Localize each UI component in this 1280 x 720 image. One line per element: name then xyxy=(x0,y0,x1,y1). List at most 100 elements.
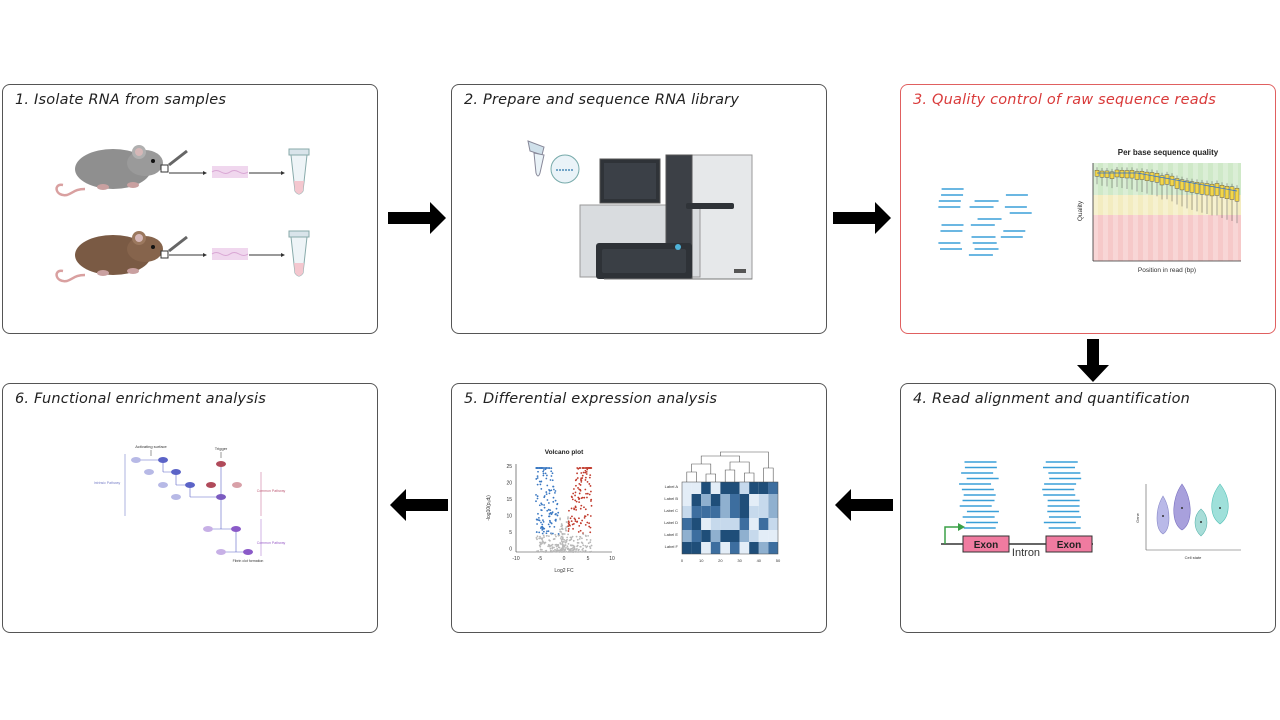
volcano-point xyxy=(589,531,592,534)
volcano-point xyxy=(588,522,591,525)
volcano-point xyxy=(586,492,589,495)
volcano-point xyxy=(550,513,553,516)
isolate-rna-illustration xyxy=(55,145,310,283)
heatmap-cell xyxy=(758,506,769,518)
heatmap-cell xyxy=(739,482,750,494)
volcano-point xyxy=(548,467,551,470)
heatmap-cell xyxy=(710,530,721,542)
volcano-point xyxy=(561,528,564,531)
volcano-point xyxy=(549,509,552,512)
volcano-point xyxy=(588,483,591,485)
volcano-point xyxy=(568,509,570,512)
volcano-point xyxy=(586,513,589,516)
heatmap-cell xyxy=(701,518,711,530)
heatmap-row-label: Label B xyxy=(664,496,678,501)
alignment-illustration: Exon Exon Intron Gene Cell state xyxy=(941,461,1241,560)
volcano-point xyxy=(557,532,560,535)
volcano-point xyxy=(560,525,563,527)
volcano-point xyxy=(584,471,587,474)
heatmap-cell xyxy=(758,530,769,542)
volcano-point xyxy=(546,530,548,533)
volcano-point xyxy=(543,467,546,469)
volcano-point xyxy=(578,467,581,469)
volcano-point xyxy=(582,471,585,474)
volcano-point xyxy=(540,550,543,553)
volcano-point xyxy=(572,527,574,530)
volcano-point xyxy=(584,476,587,479)
step-1-title: 1. Isolate RNA from samples xyxy=(15,92,227,108)
heatmap-cell xyxy=(682,494,692,506)
volcano-point xyxy=(582,533,585,536)
qc-box xyxy=(1204,183,1210,196)
tissue-section-icon xyxy=(211,166,249,178)
volcano-point xyxy=(558,546,561,549)
volcano-point xyxy=(566,545,569,548)
volcano-point xyxy=(536,495,539,498)
volcano-point xyxy=(582,550,585,553)
volcano-point xyxy=(585,470,588,473)
volcano-point xyxy=(536,497,539,500)
volcano-point xyxy=(572,492,575,495)
volcano-ytick: 15 xyxy=(506,497,512,503)
volcano-point xyxy=(576,544,579,547)
volcano-point xyxy=(539,535,541,538)
qc-box xyxy=(1154,173,1160,183)
volcano-point xyxy=(572,551,575,553)
volcano-point xyxy=(572,539,575,542)
heatmap-cell xyxy=(739,518,750,530)
heatmap-cell xyxy=(682,506,692,518)
volcano-point xyxy=(580,477,583,480)
activating-surface-label: Activating surface xyxy=(135,444,167,449)
volcano-point xyxy=(550,475,553,477)
volcano-point xyxy=(554,550,557,553)
volcano-point xyxy=(540,488,543,490)
volcano-point xyxy=(547,535,550,538)
volcano-point xyxy=(588,493,591,496)
heatmap-cell xyxy=(710,482,721,494)
volcano-point xyxy=(545,477,548,480)
volcano-point xyxy=(549,545,551,548)
step-3-panel: 3. Quality control of raw sequence reads… xyxy=(900,84,1276,334)
volcano-point xyxy=(590,498,593,501)
promoter-arrow-icon xyxy=(944,526,959,544)
heatmap-cell xyxy=(710,518,721,530)
volcano-point xyxy=(546,467,549,469)
volcano-point xyxy=(542,470,545,473)
volcano-point xyxy=(547,523,550,526)
volcano-point xyxy=(585,538,588,541)
volcano-point xyxy=(552,550,555,552)
qc-box xyxy=(1174,178,1180,189)
volcano-ytick: 10 xyxy=(506,514,512,520)
violin-plot xyxy=(1145,483,1241,551)
volcano-point xyxy=(551,532,554,535)
volcano-point xyxy=(550,467,553,470)
heatmap-cell xyxy=(758,482,769,494)
volcano-point xyxy=(537,512,539,515)
volcano-point xyxy=(568,550,570,553)
volcano-point xyxy=(543,495,546,497)
volcano-point xyxy=(566,521,568,524)
volcano-point xyxy=(559,537,562,540)
volcano-point xyxy=(586,521,589,524)
volcano-point xyxy=(584,469,587,472)
volcano-point xyxy=(563,544,565,547)
volcano-point xyxy=(571,523,574,526)
volcano-point xyxy=(551,511,554,514)
volcano-point xyxy=(548,519,551,522)
volcano-point xyxy=(570,536,573,539)
volcano-point xyxy=(545,493,548,496)
step-5-title: 5. Differential expression analysis xyxy=(464,391,718,407)
arrow-down-icon xyxy=(1077,339,1109,382)
step-6-panel: 6. Functional enrichment analysis Activa… xyxy=(2,383,378,633)
qc-box xyxy=(1139,171,1145,180)
qc-box xyxy=(1229,186,1235,200)
volcano-point xyxy=(574,491,577,494)
volcano-point xyxy=(565,550,568,553)
volcano-point xyxy=(555,507,558,510)
volcano-point xyxy=(577,531,580,533)
volcano-point xyxy=(548,539,551,542)
volcano-point xyxy=(552,496,555,499)
volcano-point xyxy=(538,531,541,534)
volcano-point xyxy=(547,508,550,511)
